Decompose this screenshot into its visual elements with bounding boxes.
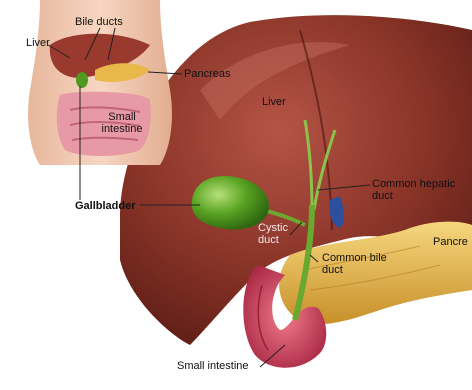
common-bile-duct-label-line2: duct [322, 264, 387, 276]
common-hepatic-duct-label: Common hepatic duct [372, 178, 455, 202]
inset-small-intestine-label: Small intestine [97, 111, 147, 135]
gallbladder-label: Gallbladder [75, 200, 136, 212]
common-hepatic-duct-label-line2: duct [372, 190, 455, 202]
inset-small-intestine-label-line2: intestine [97, 123, 147, 135]
inset-gallbladder-shape [76, 72, 88, 88]
liver-label: Liver [262, 96, 286, 108]
cystic-duct-label: Cystic duct [258, 222, 288, 246]
small-intestine-label: Small intestine [177, 360, 249, 372]
cystic-duct-label-line1: Cystic [258, 222, 288, 234]
common-bile-duct-label-line1: Common bile [322, 252, 387, 264]
inset-pancreas-label: Pancreas [184, 68, 230, 80]
pancreas-label: Pancre [433, 236, 468, 248]
inset-bile-ducts-label: Bile ducts [75, 16, 123, 28]
common-bile-duct-label: Common bile duct [322, 252, 387, 276]
common-hepatic-duct-label-line1: Common hepatic [372, 178, 455, 190]
inset-small-intestine-label-line1: Small [97, 111, 147, 123]
inset-liver-label: Liver [26, 37, 50, 49]
cystic-duct-label-line2: duct [258, 234, 288, 246]
